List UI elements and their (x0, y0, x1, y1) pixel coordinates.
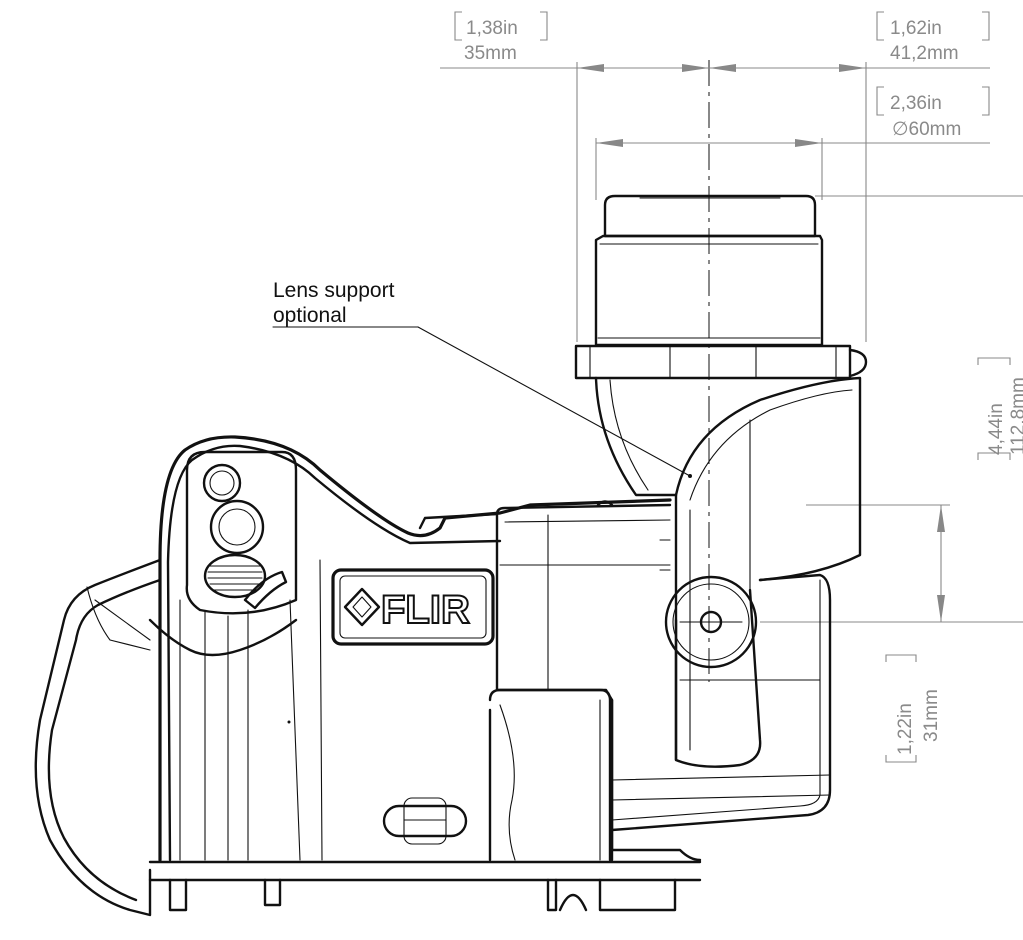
dim-112-inch: 4,44in (986, 403, 1007, 455)
dim-31-inch: 1,22in (895, 703, 916, 755)
flir-diamond-icon (343, 587, 381, 627)
dim-35-mm: 35mm (464, 43, 517, 64)
flir-logo-badge: FLIR (331, 568, 495, 646)
dim-41-mm: 41,2mm (890, 43, 959, 64)
dim-112-mm: 112,8mm (1008, 377, 1023, 455)
lens-assembly (574, 194, 868, 768)
flir-brand-text: FLIR (381, 588, 470, 632)
dim-41-inch: 1,62in (890, 18, 942, 39)
dim-60-mm: ∅60mm (892, 119, 961, 140)
dimension-labels: 1,38in 35mm 1,62in 41,2mm 2,36in ∅60mm 4… (464, 18, 1023, 763)
dim-60-inch: 2,36in (890, 93, 942, 114)
dim-31-mm: 31mm (921, 689, 942, 742)
dim-35-inch: 1,38in (466, 18, 518, 39)
camera-body: FLIR (34, 435, 832, 917)
callout-line-1: Lens support (273, 279, 395, 302)
dimension-lines (440, 11, 1023, 682)
callout-line-2: optional (273, 304, 347, 327)
lens-pivot-knob (664, 575, 758, 669)
lens-support-callout: Lens support optional (272, 279, 692, 478)
